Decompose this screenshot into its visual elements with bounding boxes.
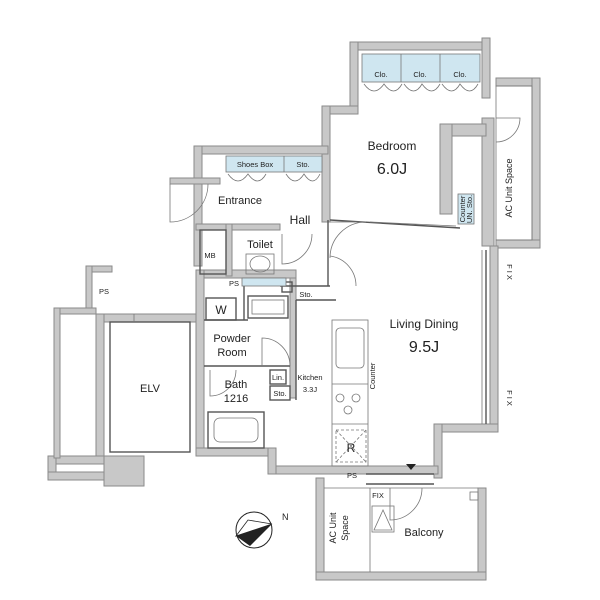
compass-north-label: N <box>282 512 289 522</box>
closet-label-1: Clo. <box>374 70 387 79</box>
storage-units <box>225 53 481 287</box>
ac-unit-bottom-line1: AC Unit <box>328 512 338 544</box>
closet-label-3: Clo. <box>453 70 466 79</box>
kitchen-sto-label: Sto. <box>273 389 286 398</box>
ps-left-label: PS <box>99 287 109 296</box>
ac-unit-right-label: AC Unit Space <box>504 158 514 217</box>
elv-label: ELV <box>140 383 161 395</box>
ps-toilet-label: PS <box>229 279 239 288</box>
hall-sto-label: Sto. <box>299 290 312 299</box>
hall-label: Hall <box>290 213 311 227</box>
compass-icon: N <box>234 511 289 549</box>
toilet-label: Toilet <box>247 239 273 251</box>
bath-label: Bath <box>225 379 248 391</box>
kitchen-size: 3.3J <box>303 385 317 394</box>
balcony-label: Balcony <box>404 527 444 539</box>
walls <box>47 37 541 581</box>
closet-label-2: Clo. <box>413 70 426 79</box>
linen-label: Lin. <box>272 373 284 382</box>
living-dining-size: 9.5J <box>409 339 439 356</box>
entry-marker-icon <box>406 464 416 470</box>
shoes-box-label: Shoes Box <box>237 160 274 169</box>
bedroom-size: 6.0J <box>377 161 407 178</box>
powder-room-line1: Powder <box>213 333 251 345</box>
ps-bottom-label: PS <box>347 471 357 480</box>
door-swings <box>169 83 521 521</box>
closet-storage <box>361 53 481 83</box>
kitchen-counter-label: Counter <box>368 362 377 389</box>
counter-un-sto-label: UN. Sto. <box>465 195 474 223</box>
washer-label: W <box>215 303 227 317</box>
kitchen-name: Kitchen <box>297 373 322 382</box>
mb-label: MB <box>204 251 215 260</box>
shoes-sto-label: Sto. <box>296 160 309 169</box>
counter-storage <box>457 193 475 225</box>
fix-bottom-label: FIX <box>372 491 384 500</box>
fix-label-1: F I X <box>505 264 514 280</box>
bedroom-name: Bedroom <box>368 139 417 153</box>
powder-shelf <box>241 277 287 287</box>
ac-unit-bottom-line2: Space <box>340 515 350 541</box>
living-dining-name: Living Dining <box>390 317 459 331</box>
bath-size: 1216 <box>224 393 248 405</box>
powder-room-line2: Room <box>217 347 246 359</box>
labels: Clo. Clo. Clo. Bedroom 6.0J Shoes Box St… <box>99 70 514 544</box>
entrance-label: Entrance <box>218 195 262 207</box>
fix-label-2: F I X <box>505 390 514 406</box>
fridge-label: R <box>347 441 356 455</box>
interior-lines <box>109 85 533 572</box>
counter-un-label: Counter <box>458 195 467 222</box>
shoes-box-storage <box>225 155 323 173</box>
